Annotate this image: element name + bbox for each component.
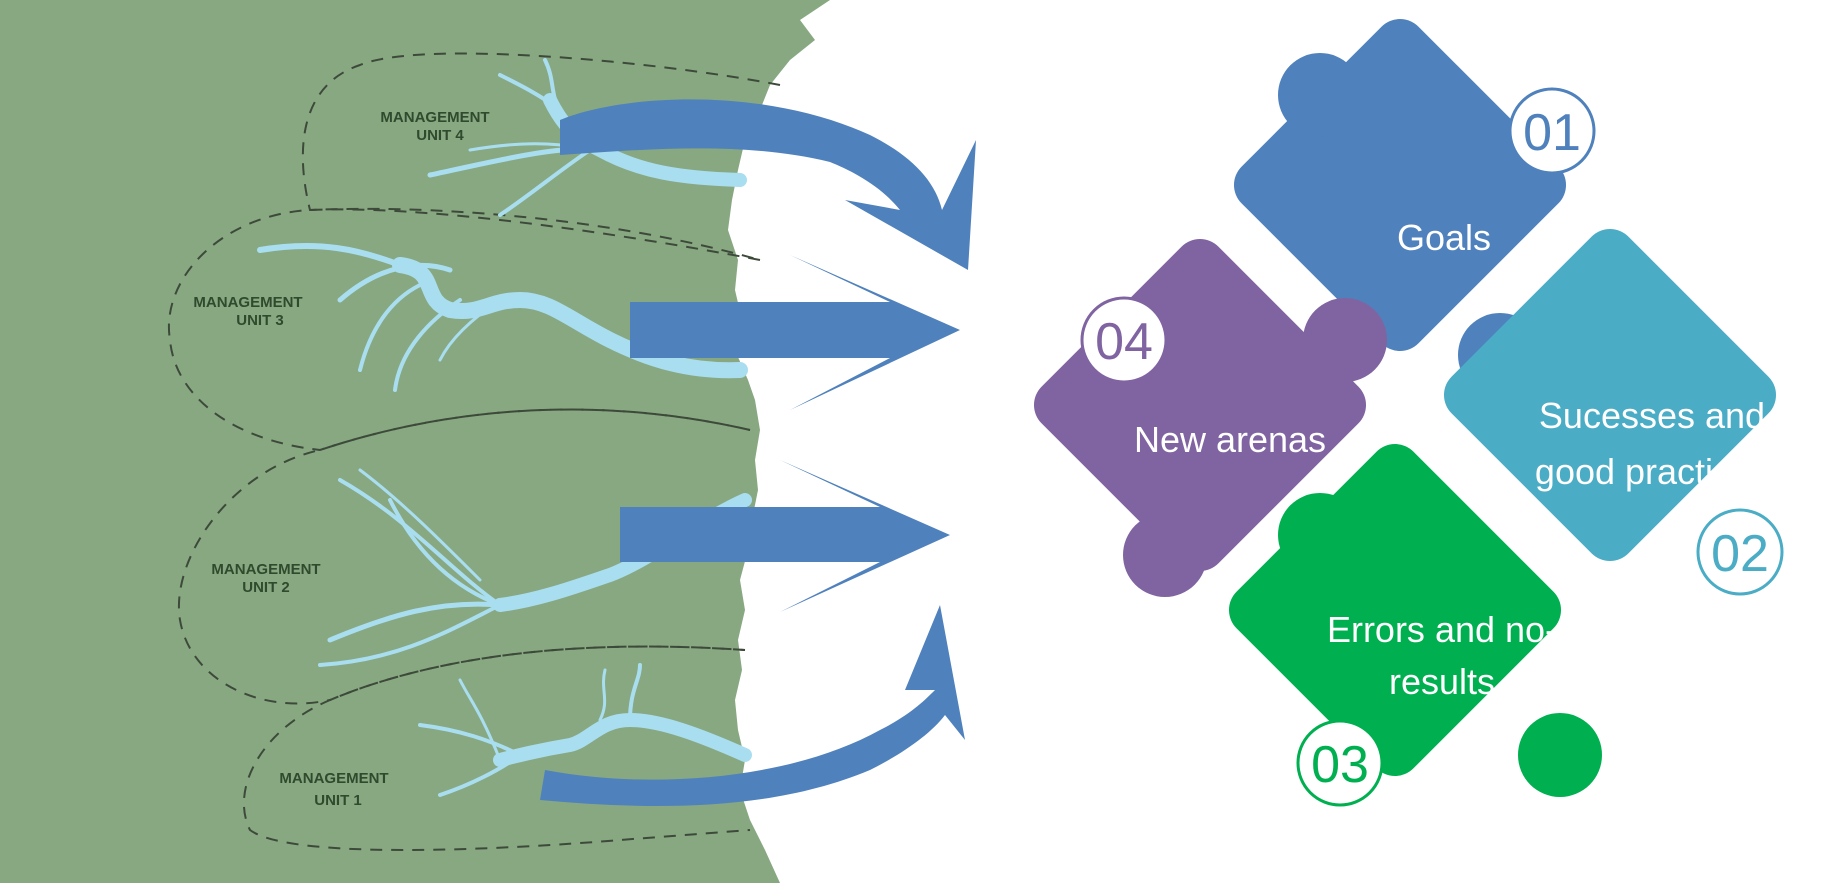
number-badge <box>1508 87 1596 175</box>
puzzle-piece-new-arenas: 04 New arenas <box>1033 238 1387 597</box>
puzzle-piece-errors: 03 Errors and no-results <box>1228 443 1602 807</box>
straight-arrow-lower <box>620 460 950 612</box>
unit-boundaries <box>167 52 781 851</box>
piece-number-02: 02 <box>1711 525 1769 583</box>
rivers <box>257 58 752 797</box>
piece-number-03: 03 <box>1311 736 1369 794</box>
river-unit-1 <box>493 712 752 767</box>
piece-label-errors: Errors and no-results <box>1327 609 1557 702</box>
land-area <box>0 0 830 883</box>
number-badge <box>1696 508 1784 596</box>
arrows <box>540 99 976 807</box>
piece-label-goals: Goals <box>1397 217 1491 258</box>
straight-arrow-upper <box>630 255 960 410</box>
piece-label-new-arenas: New arenas <box>1134 419 1326 460</box>
piece-number-01: 01 <box>1523 104 1581 162</box>
curved-arrow-up <box>540 605 965 807</box>
unit-4-boundary <box>301 52 781 261</box>
number-badge <box>1080 296 1168 384</box>
unit-3-boundary <box>167 208 761 452</box>
puzzle-piece-icon <box>1443 228 1777 562</box>
number-badge <box>1296 719 1384 807</box>
curved-arrow-down <box>560 99 976 270</box>
unit-1-boundary <box>242 645 751 851</box>
river-unit-3 <box>392 257 748 379</box>
piece-number-04: 04 <box>1095 313 1153 371</box>
